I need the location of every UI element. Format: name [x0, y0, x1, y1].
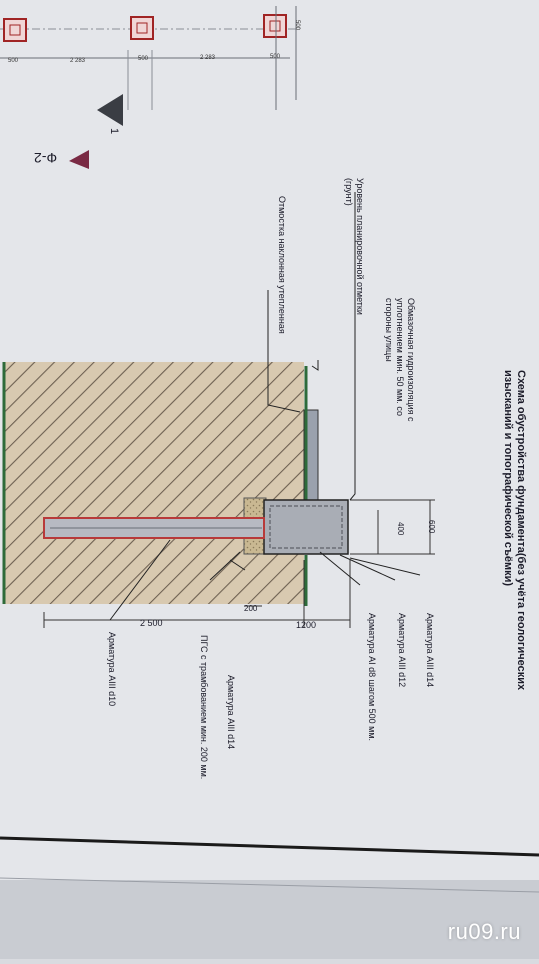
dim-1200: 1200 — [296, 620, 317, 630]
label-rebar-a3-d14-bottom: Арматура АIII d14 — [226, 675, 236, 750]
section-label: Ф-2 — [34, 150, 58, 166]
label-pgs: ПГС с трамбованием мин. 200 мм. — [199, 635, 209, 780]
label-grade-level: Уровень планировочной отметки (грунт) — [344, 178, 365, 315]
column-marker — [130, 16, 154, 40]
column-marker — [263, 14, 287, 38]
label-rebar-a1-d8: Арматура АI d8 шагом 500 мм. — [367, 613, 377, 742]
page-edge-shadow — [0, 877, 539, 893]
dimension-lines — [43, 499, 435, 628]
section-triangle-marker — [69, 150, 89, 169]
dim-top-2283b: 2 283 — [200, 55, 216, 61]
watermark-text: ru09.ru — [447, 919, 521, 944]
section-number: 1 — [108, 128, 120, 135]
drawing-title: Схема обустройства фундамента(без учёта … — [502, 370, 527, 691]
label-rebar-a3-d14-top: Арматура АIII d14 — [425, 613, 435, 688]
dim-600: 600 — [427, 520, 436, 534]
page-edge-line — [0, 836, 539, 857]
dim-top-500d: 500 — [294, 20, 300, 31]
label-rebar-a3-d12: Арматура АIII d12 — [397, 613, 407, 688]
dim-top-2283a: 2 283 — [70, 58, 86, 64]
rebar-cage — [269, 505, 343, 549]
dim-top-500c: 500 — [270, 54, 281, 60]
dim-400: 400 — [396, 522, 405, 536]
footing-concrete — [263, 499, 349, 555]
section-arrow-marker — [97, 94, 123, 126]
column-grid — [0, 6, 300, 110]
dim-200: 200 — [244, 604, 258, 613]
dim-top-500b: 500 — [138, 56, 149, 62]
leader-lines — [109, 192, 421, 621]
dim-2500: 2 500 — [140, 618, 163, 628]
dim-top-500a: 500 — [8, 58, 19, 64]
desk-surface — [0, 880, 539, 959]
label-insulation: Отмостка наклонная утепленная — [277, 196, 287, 334]
label-waterproofing: Обмазочная гидроизоляция с уплотнением м… — [384, 298, 416, 422]
label-rebar-a3-d10: Арматура АIII d10 — [107, 632, 117, 707]
column-marker — [3, 18, 27, 42]
soil-hatch — [4, 362, 304, 604]
